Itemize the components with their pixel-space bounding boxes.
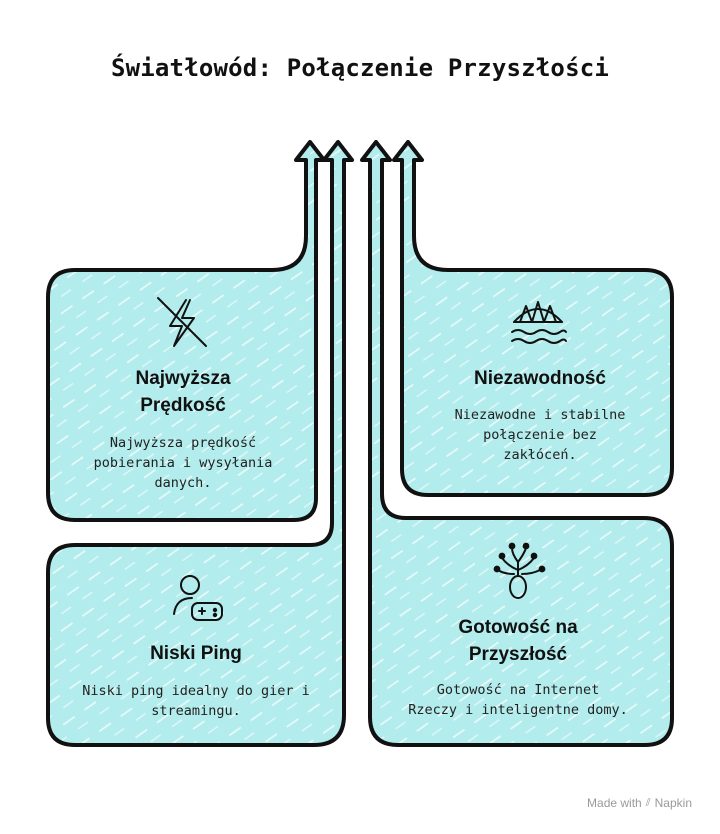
gamer-icon [173, 575, 223, 621]
card-speed-description: Najwyższa prędkość pobierania i wysyłani… [93, 435, 273, 491]
page-title: Światłowód: Połączenie Przyszłości [110, 54, 610, 82]
card-ping-description: Niski ping idealny do gier i streamingu. [82, 683, 310, 719]
footer-brand: Napkin [654, 796, 692, 810]
network-tree-icon [493, 542, 546, 599]
napkin-logo-icon: ⫽ [645, 796, 651, 809]
footer-made-with: Made with [587, 796, 642, 810]
footer-attribution: Made with ⫽ Napkin [587, 796, 692, 810]
card-shape-future [360, 140, 674, 747]
card-reliability: Niezawodność Niezawodne i stabilne połąc… [426, 365, 654, 465]
no-lightning-icon [157, 297, 207, 347]
card-speed: Najwyższa Prędkość Najwyższa prędkość po… [78, 365, 288, 493]
card-shape-ping [46, 140, 354, 747]
card-ping: Niski Ping Niski ping idealny do gier i … [62, 640, 330, 721]
card-reliability-description: Niezawodne i stabilne połączenie bez zak… [454, 407, 626, 463]
card-shape-speed [46, 140, 326, 522]
card-ping-title: Niski Ping [150, 643, 242, 664]
card-future: Gotowość na Przyszłość Gotowość na Inter… [390, 614, 646, 720]
card-reliability-title: Niezawodność [474, 368, 606, 389]
bridge-icon [511, 301, 567, 344]
card-future-title: Gotowość na Przyszłość [458, 617, 578, 665]
card-future-description: Gotowość na Internet Rzeczy i inteligent… [408, 682, 628, 718]
card-speed-title: Najwyższa Prędkość [135, 368, 231, 416]
